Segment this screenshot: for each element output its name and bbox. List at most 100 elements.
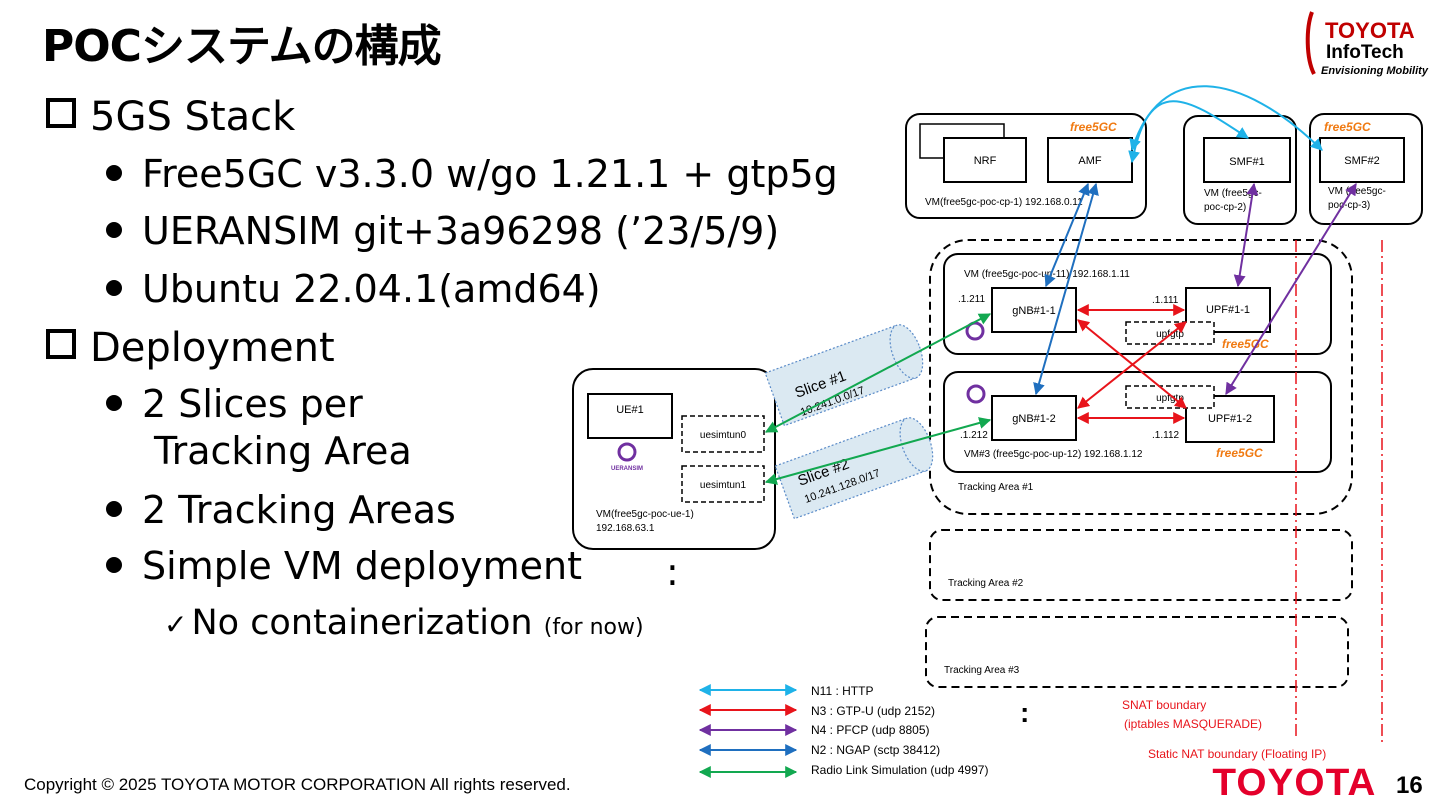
radio-link-tun0-gnb11	[764, 313, 992, 433]
static-nat-boundary-label: Static NAT boundary (Floating IP)	[1148, 747, 1326, 761]
gnb12-label: gNB#1-2	[1012, 413, 1055, 425]
bullet-text: 2 Slices per	[142, 382, 363, 426]
gnb12-ip: .1.212	[960, 430, 988, 441]
bullet-text: Simple VM deployment	[142, 544, 582, 588]
snat-boundary-label-2: (iptables MASQUERADE)	[1124, 717, 1262, 731]
round-bullet-icon	[106, 557, 122, 573]
bullet-note: (for now)	[543, 615, 644, 640]
amf-box	[1047, 137, 1133, 183]
free5gc-logo-cp1: free5GC	[1070, 120, 1117, 134]
toyota-infotech-logo	[1300, 8, 1430, 80]
smf2-label: SMF#2	[1344, 155, 1379, 167]
ue1-box	[587, 393, 673, 439]
logo-swoosh-icon	[1305, 11, 1316, 75]
bullet-text: 5GS Stack	[90, 94, 296, 140]
continuation-colon: :	[666, 550, 679, 594]
ueransim-logo-text: UERANSIM	[611, 466, 643, 472]
bullet-deploy-item-2: 2 Tracking Areas	[106, 488, 456, 532]
nrf-box	[943, 137, 1027, 183]
vm-ue-caption-2: 192.168.63.1	[596, 523, 655, 534]
vm-ue-caption-1: VM(free5gc-poc-ue-1)	[596, 509, 694, 520]
checkmark-icon: ✓	[164, 608, 188, 641]
smf1-label: SMF#1	[1229, 156, 1264, 168]
free5gc-logo-cp3: free5GC	[1324, 120, 1371, 134]
round-bullet-icon	[106, 165, 122, 181]
n2-link-amf-gnb12	[1033, 182, 1099, 396]
bullet-text: Free5GC v3.3.0 w/go 1.21.1 + gtp5g	[142, 152, 838, 196]
upf12-ip: .1.112	[1152, 430, 1179, 441]
round-bullet-icon	[106, 280, 122, 296]
n11-link-amf-smf2	[1129, 85, 1323, 152]
legend-radio-label: Radio Link Simulation (udp 4997)	[811, 763, 988, 777]
nrf-label: NRF	[974, 155, 997, 167]
bullet-stack-item-1: Free5GC v3.3.0 w/go 1.21.1 + gtp5g	[106, 152, 838, 196]
bullet-text: No containerization	[191, 603, 533, 643]
bullet-text: Ubuntu 22.04.1(amd64)	[142, 267, 601, 311]
bullet-deploy-heading: Deployment	[46, 325, 335, 371]
logo-tagline: Envisioning Mobility	[1321, 65, 1428, 77]
free5gc-logo-up12: free5GC	[1216, 446, 1263, 460]
smf2-box	[1319, 137, 1405, 183]
bullet-deploy-item-1: 2 Slices per	[106, 382, 363, 426]
logo-text-toyota: TOYOTA	[1325, 18, 1415, 43]
more-areas-indicator: :	[1020, 697, 1029, 728]
legend-n11-label: N11 : HTTP	[811, 684, 873, 698]
tracking-area-3-box	[925, 616, 1349, 688]
slide-title: POCシステムの構成	[42, 21, 442, 72]
legend-n4-label: N4 : PFCP (udp 8805)	[811, 723, 930, 737]
uesimtun1-box	[681, 465, 765, 503]
bullet-deploy-item-1-cont: Tracking Area	[154, 429, 412, 473]
copyright-text: Copyright © 2025 TOYOTA MOTOR CORPORATIO…	[24, 775, 571, 794]
bullet-stack-item-3: Ubuntu 22.04.1(amd64)	[106, 267, 601, 311]
square-bullet-icon	[46, 329, 76, 359]
tracking-area-1-label: Tracking Area #1	[958, 482, 1034, 493]
gnb11-label: gNB#1-1	[1012, 305, 1055, 317]
gnb11-ip: .1.211	[958, 294, 985, 305]
gnb12-box	[991, 395, 1077, 441]
uesimtun1-label: uesimtun1	[700, 480, 747, 491]
vm-cp3-caption-1: VM (free5gc-	[1328, 186, 1386, 197]
logo-text-infotech: InfoTech	[1326, 42, 1404, 63]
uesimtun0-box	[681, 415, 765, 453]
vm-cp3-caption-2: poc-cp-3)	[1328, 200, 1370, 211]
vm-cp1-caption: VM(free5gc-poc-cp-1) 192.168.0.11	[925, 197, 1083, 208]
uesimtun0-label: uesimtun0	[700, 430, 747, 441]
vm-up12-caption: VM#3 (free5gc-poc-up-12) 192.168.1.12	[964, 449, 1143, 460]
bullet-deploy-item-3: Simple VM deployment	[106, 544, 582, 588]
upf12-label: UPF#1-2	[1208, 413, 1252, 425]
ue1-label: UE#1	[616, 404, 644, 416]
slice-1-tunnel	[764, 324, 924, 427]
snat-boundary-label-1: SNAT boundary	[1122, 698, 1206, 712]
bullet-stack-heading: 5GS Stack	[46, 94, 295, 140]
toyota-footer-logo: TOYOTA	[1212, 762, 1377, 804]
slice-2-tunnel	[774, 417, 934, 520]
legend-n3-label: N3 : GTP-U (udp 2152)	[811, 704, 935, 718]
n11-link-amf-smf1	[1128, 100, 1250, 164]
tracking-area-2-box	[929, 529, 1353, 601]
bullet-text: Deployment	[90, 325, 335, 371]
upf11-ip: .1.111	[1152, 295, 1179, 306]
n3-link-gnb12-upf11	[1077, 321, 1187, 409]
legend-n2-label: N2 : NGAP (sctp 38412)	[811, 743, 940, 757]
upf11-label: UPF#1-1	[1206, 304, 1250, 316]
tracking-area-1-box	[929, 239, 1353, 515]
bullet-stack-item-2: UERANSIM git+3a96298 (’23/5/9)	[106, 209, 779, 253]
radio-link-tun1-gnb12	[764, 417, 992, 485]
round-bullet-icon	[106, 395, 122, 411]
vm-cp2-caption-2: poc-cp-2)	[1204, 202, 1246, 213]
ueransim-logo-icon	[617, 442, 637, 462]
tracking-area-3-label: Tracking Area #3	[944, 665, 1020, 676]
page-number: 16	[1396, 772, 1423, 799]
bullet-text: 2 Tracking Areas	[142, 488, 456, 532]
round-bullet-icon	[106, 501, 122, 517]
n4-link-smf2-upf12	[1225, 182, 1357, 396]
square-bullet-icon	[46, 98, 76, 128]
vm-up11-caption: VM (free5gc-poc-up-11) 192.168.1.11	[964, 269, 1130, 280]
tracking-area-2-label: Tracking Area #2	[948, 578, 1024, 589]
amf-label: AMF	[1078, 155, 1102, 167]
bullet-check-item: ✓No containerization (for now)	[164, 603, 644, 643]
round-bullet-icon	[106, 222, 122, 238]
free5gc-logo-up11: free5GC	[1222, 337, 1269, 351]
bullet-text: UERANSIM git+3a96298 (’23/5/9)	[142, 209, 780, 253]
